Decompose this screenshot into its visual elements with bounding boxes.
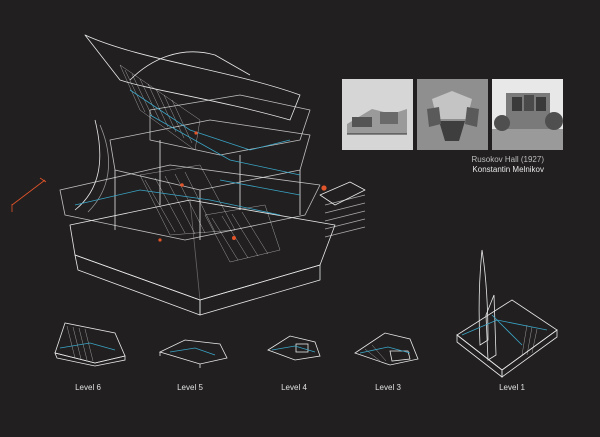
level-4-label: Level 4: [281, 383, 307, 392]
reference-photo-exterior: [492, 79, 563, 150]
level-4-drawing: [267, 335, 321, 361]
level-3-drawing: [354, 332, 419, 366]
level-1-label: Level 1: [499, 383, 525, 392]
project-title: Rusokov Hall (1927): [471, 155, 544, 164]
architect-name: Konstantin Melnikov: [472, 165, 544, 174]
level-5-label: Level 5: [177, 383, 203, 392]
level-5-drawing: [158, 339, 228, 368]
reference-photo-section: [342, 79, 413, 150]
level-6-drawing: [54, 322, 126, 367]
level-6-label: Level 6: [75, 383, 101, 392]
level-3-label: Level 3: [375, 383, 401, 392]
reference-photo-model: [417, 79, 488, 150]
level-1-drawing: [456, 249, 558, 378]
